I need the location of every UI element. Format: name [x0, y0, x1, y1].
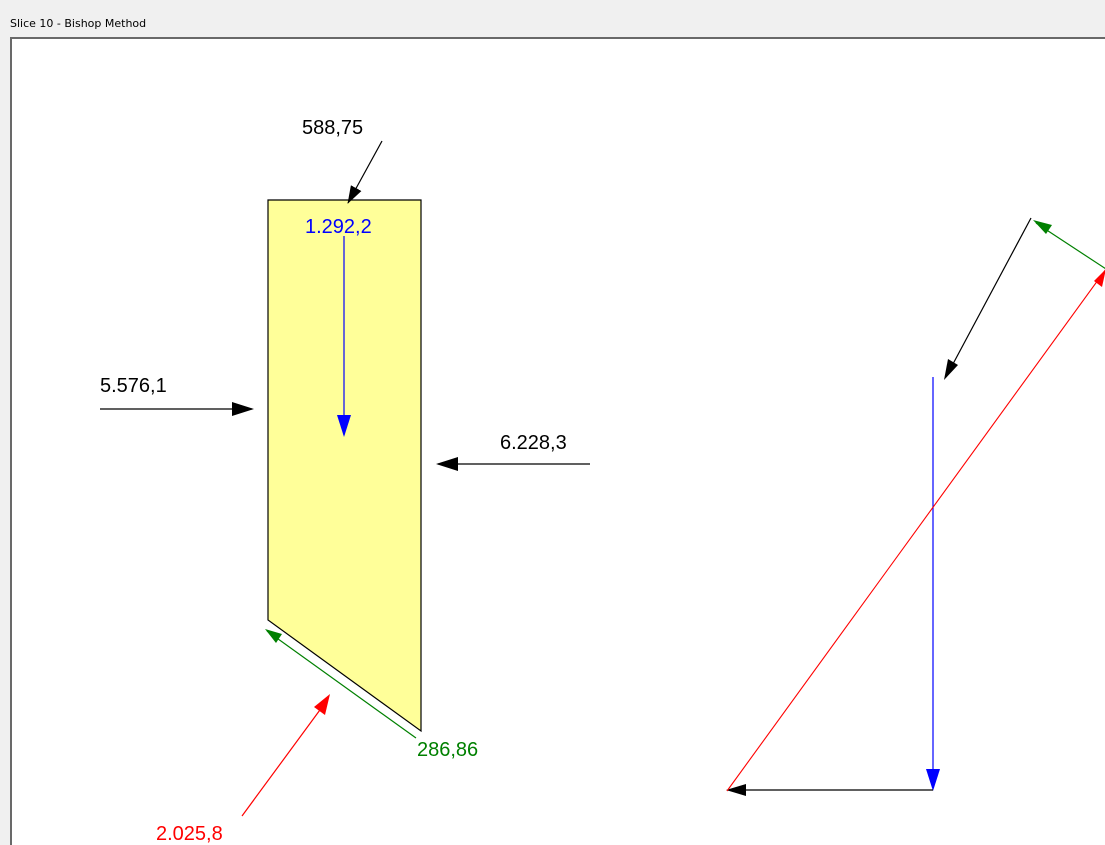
- polygon-interslice-arrowhead: [726, 784, 746, 796]
- force-diagram-svg: 588,75 1.292,2 5.576,1 6.228,3 286,86 2.…: [100, 117, 1105, 845]
- window-title: Slice 10 - Bishop Method: [10, 17, 147, 30]
- polygon-top-load-vector: [945, 217, 1032, 378]
- left-interslice-arrowhead: [232, 402, 254, 416]
- right-force-label: 6.228,3: [500, 432, 567, 454]
- shear-force-label: 286,86: [417, 739, 478, 761]
- polygon-normal-vector: [726, 269, 1105, 792]
- shear-force-arrowhead: [265, 629, 282, 643]
- polygon-top-load-arrowhead: [944, 359, 958, 380]
- left-force-label: 5.576,1: [100, 375, 167, 397]
- soil-slice: [267, 199, 422, 733]
- right-interslice-arrowhead: [436, 457, 458, 471]
- weight-arrowhead: [337, 415, 351, 437]
- polygon-normal-arrowhead: [1094, 270, 1105, 287]
- top-load-label: 588,75: [302, 117, 363, 139]
- normal-force-arrowhead: [314, 694, 330, 715]
- normal-force-label: 2.025,8: [156, 823, 223, 845]
- diagram-canvas: 588,75 1.292,2 5.576,1 6.228,3 286,86 2.…: [10, 37, 1105, 845]
- top-load-arrow: [347, 140, 383, 204]
- normal-force-arrow: [241, 698, 329, 817]
- polygon-shear-arrowhead: [1033, 220, 1052, 234]
- title-bar: Slice 10 - Bishop Method: [0, 0, 1105, 36]
- shear-force-arrow: [266, 630, 417, 739]
- weight-label: 1.292,2: [305, 216, 372, 238]
- polygon-weight-arrowhead: [926, 769, 940, 791]
